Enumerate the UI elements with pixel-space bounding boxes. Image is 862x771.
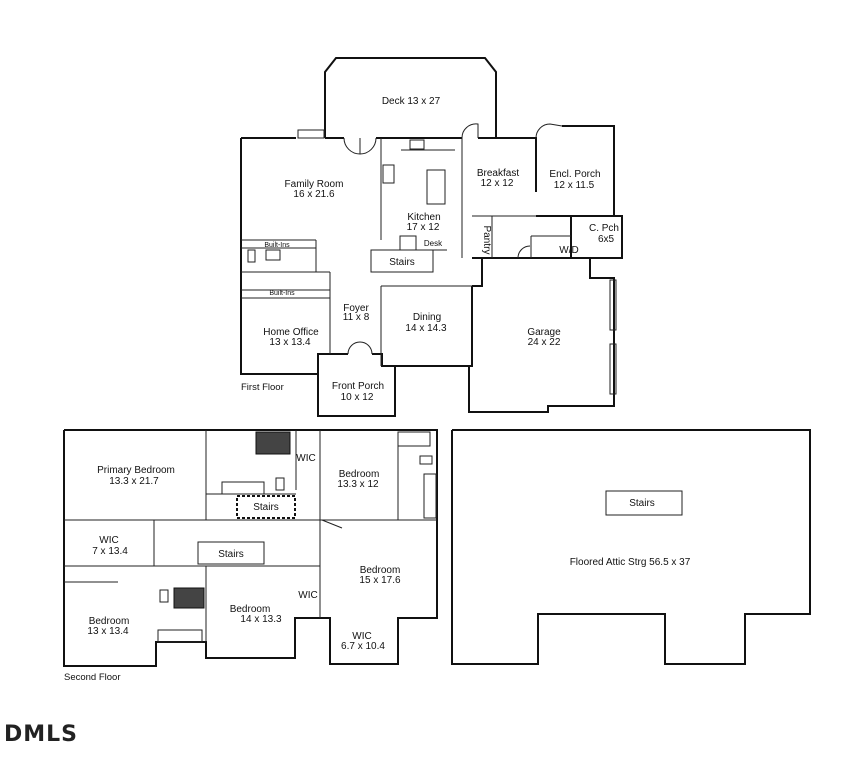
attic-stairs-label: Stairs [629,498,655,509]
breakfast-door [461,123,479,139]
sf-vanity-3 [157,629,203,643]
sf-stairs-label: Stairs [218,549,244,560]
bedroom-sw-name: Bedroom [89,616,130,627]
attic-outline [451,429,811,665]
dining-dim: 14 x 14.3 [405,323,447,334]
garage-dim: 24 x 22 [528,337,561,348]
sf-vanity-1 [221,481,265,495]
primary-bedroom-dim: 13.3 x 21.7 [109,476,159,487]
front-porch-name: Front Porch [332,381,384,392]
second-floor-plan [63,429,438,667]
breakfast-dim: 12 x 12 [481,178,514,189]
family-room-name: Family Room [285,179,344,190]
attic-stairs-box [605,490,683,516]
first-floor-caption: First Floor [241,382,284,393]
builtins-2: Built-Ins [269,290,295,297]
house-wall-south-2 [372,286,473,367]
half-bath-sink [265,249,281,261]
desk-box [399,235,417,251]
porch-door [535,123,563,139]
deck-label: Deck 13 x 27 [382,96,441,107]
front-porch-outline [317,366,396,417]
kitchen-range [382,164,395,184]
kitchen-name: Kitchen [407,212,440,223]
encl-porch-outline [562,125,623,259]
wic-bottom-name: WIC [352,631,371,642]
bedroom-c-name: Bedroom [230,604,271,615]
sf-shower-bottom [173,587,205,609]
garage-outline [468,257,615,413]
cpch-name: C. Pch [589,223,619,234]
attic-plan [451,429,811,665]
foyer-dim: 11 x 8 [343,312,370,323]
sf-toilet-1 [275,477,285,491]
deck-door-right [359,137,377,155]
kitchen-dim: 17 x 12 [407,222,440,233]
wic-top-label: WIC [296,453,315,464]
builtins-1: Built-Ins [264,242,290,249]
bedroom-ne-dim: 13.3 x 12 [337,479,379,490]
sf-stairs-box [197,541,265,565]
dmls-logo: DMLS [4,722,79,747]
attic-label: Floored Attic Strg 56.5 x 37 [570,557,691,568]
house-wall-south [317,353,348,374]
family-room-dim: 16 x 21.6 [293,189,335,200]
desk-label: Desk [424,239,443,248]
deck-outline [324,57,497,138]
wic-bottom-dim: 6.7 x 10.4 [341,641,385,652]
window-family [297,129,325,139]
garage-door-2 [609,343,617,395]
first-floor-plan [240,57,623,417]
wic-left-name: WIC [99,535,118,546]
breakfast-name: Breakfast [477,168,519,179]
bedroom-e-name: Bedroom [360,565,401,576]
wic-left-dim: 7 x 13.4 [92,546,128,557]
ff-stairs-label: Stairs [389,257,415,268]
house-wall-west [240,138,318,375]
front-porch-dim: 10 x 12 [341,392,374,403]
bedroom-e-dim: 15 x 17.6 [359,575,401,586]
dining-name: Dining [413,312,441,323]
foyer-name: Foyer [343,303,369,314]
second-floor-caption: Second Floor [64,672,121,683]
toilet-1 [247,249,256,263]
sf-shower-top [255,431,291,455]
sf-stair-rail [321,519,343,529]
sf-toilet-3 [419,455,433,465]
kitchen-sink [409,139,425,150]
bedroom-sw-dim: 13 x 13.4 [87,626,129,637]
primary-bedroom-name: Primary Bedroom [97,465,175,476]
sf-vanity-2 [423,473,437,519]
home-office-name: Home Office [263,327,319,338]
front-door [347,341,373,355]
garage-entry-door [517,245,531,259]
sf-stairs-dotted-label: Stairs [253,502,279,513]
wd-label: W/D [559,245,578,256]
bedroom-ne-name: Bedroom [339,469,380,480]
encl-porch-dim: 12 x 11.5 [554,180,595,191]
sf-tub [397,431,431,447]
wic-mid-label: WIC [298,590,317,601]
sf-toilet-2 [159,589,169,603]
garage-name: Garage [527,327,561,338]
garage-door-1 [609,279,617,331]
pantry-label: Pantry [481,226,492,255]
kitchen-island [426,169,446,205]
home-office-dim: 13 x 13.4 [269,337,311,348]
encl-porch-name: Encl. Porch [549,169,600,180]
bedroom-c-dim: 14 x 13.3 [240,614,282,625]
deck-door-left [343,137,361,155]
cpch-dim: 6x5 [598,234,615,245]
second-floor-outline [63,429,438,667]
